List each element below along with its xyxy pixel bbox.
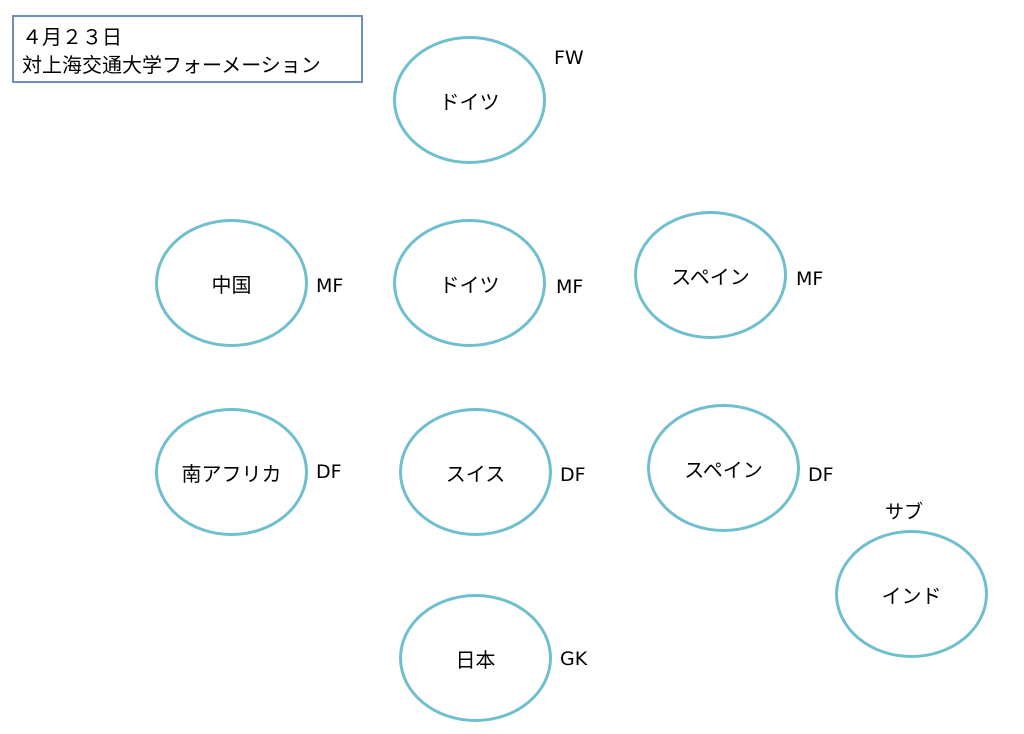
player-circle-df-center: スイス [399,408,552,536]
player-circle-gk: 日本 [399,594,552,722]
title-date: ４月２３日 [22,25,122,49]
title-match: 対上海交通大学フォーメーション [22,53,321,77]
player-circle-df-right: スペイン [647,404,800,532]
player-circle-df-left: 南アフリカ [155,408,308,536]
player-circle-mf-right: スペイン [634,211,787,339]
player-name: 日本 [455,647,496,672]
player-name: インド [881,583,942,608]
player-circle-fw: ドイツ [393,36,546,164]
position-label-sub: サブ [885,501,924,523]
position-label-fw: FW [554,47,584,69]
player-name: ドイツ [439,272,500,297]
position-label-mf-center: MF [556,276,584,298]
player-name: 中国 [211,272,252,297]
position-label-mf-right: MF [796,268,824,290]
position-label-df-right: DF [808,464,834,486]
position-label-df-left: DF [316,461,342,483]
player-circle-mf-left: 中国 [155,219,308,347]
position-label-df-center: DF [560,464,586,486]
position-label-gk: GK [560,648,588,670]
formation-title-box: ４月２３日 対上海交通大学フォーメーション [12,15,363,83]
player-name: スイス [445,461,506,486]
player-name: スペイン [671,264,750,289]
player-circle-mf-center: ドイツ [393,219,546,347]
player-name: スペイン [684,457,763,482]
player-name: ドイツ [439,89,500,114]
player-name: 南アフリカ [181,461,282,486]
player-circle-sub: インド [835,530,988,658]
position-label-mf-left: MF [316,275,344,297]
